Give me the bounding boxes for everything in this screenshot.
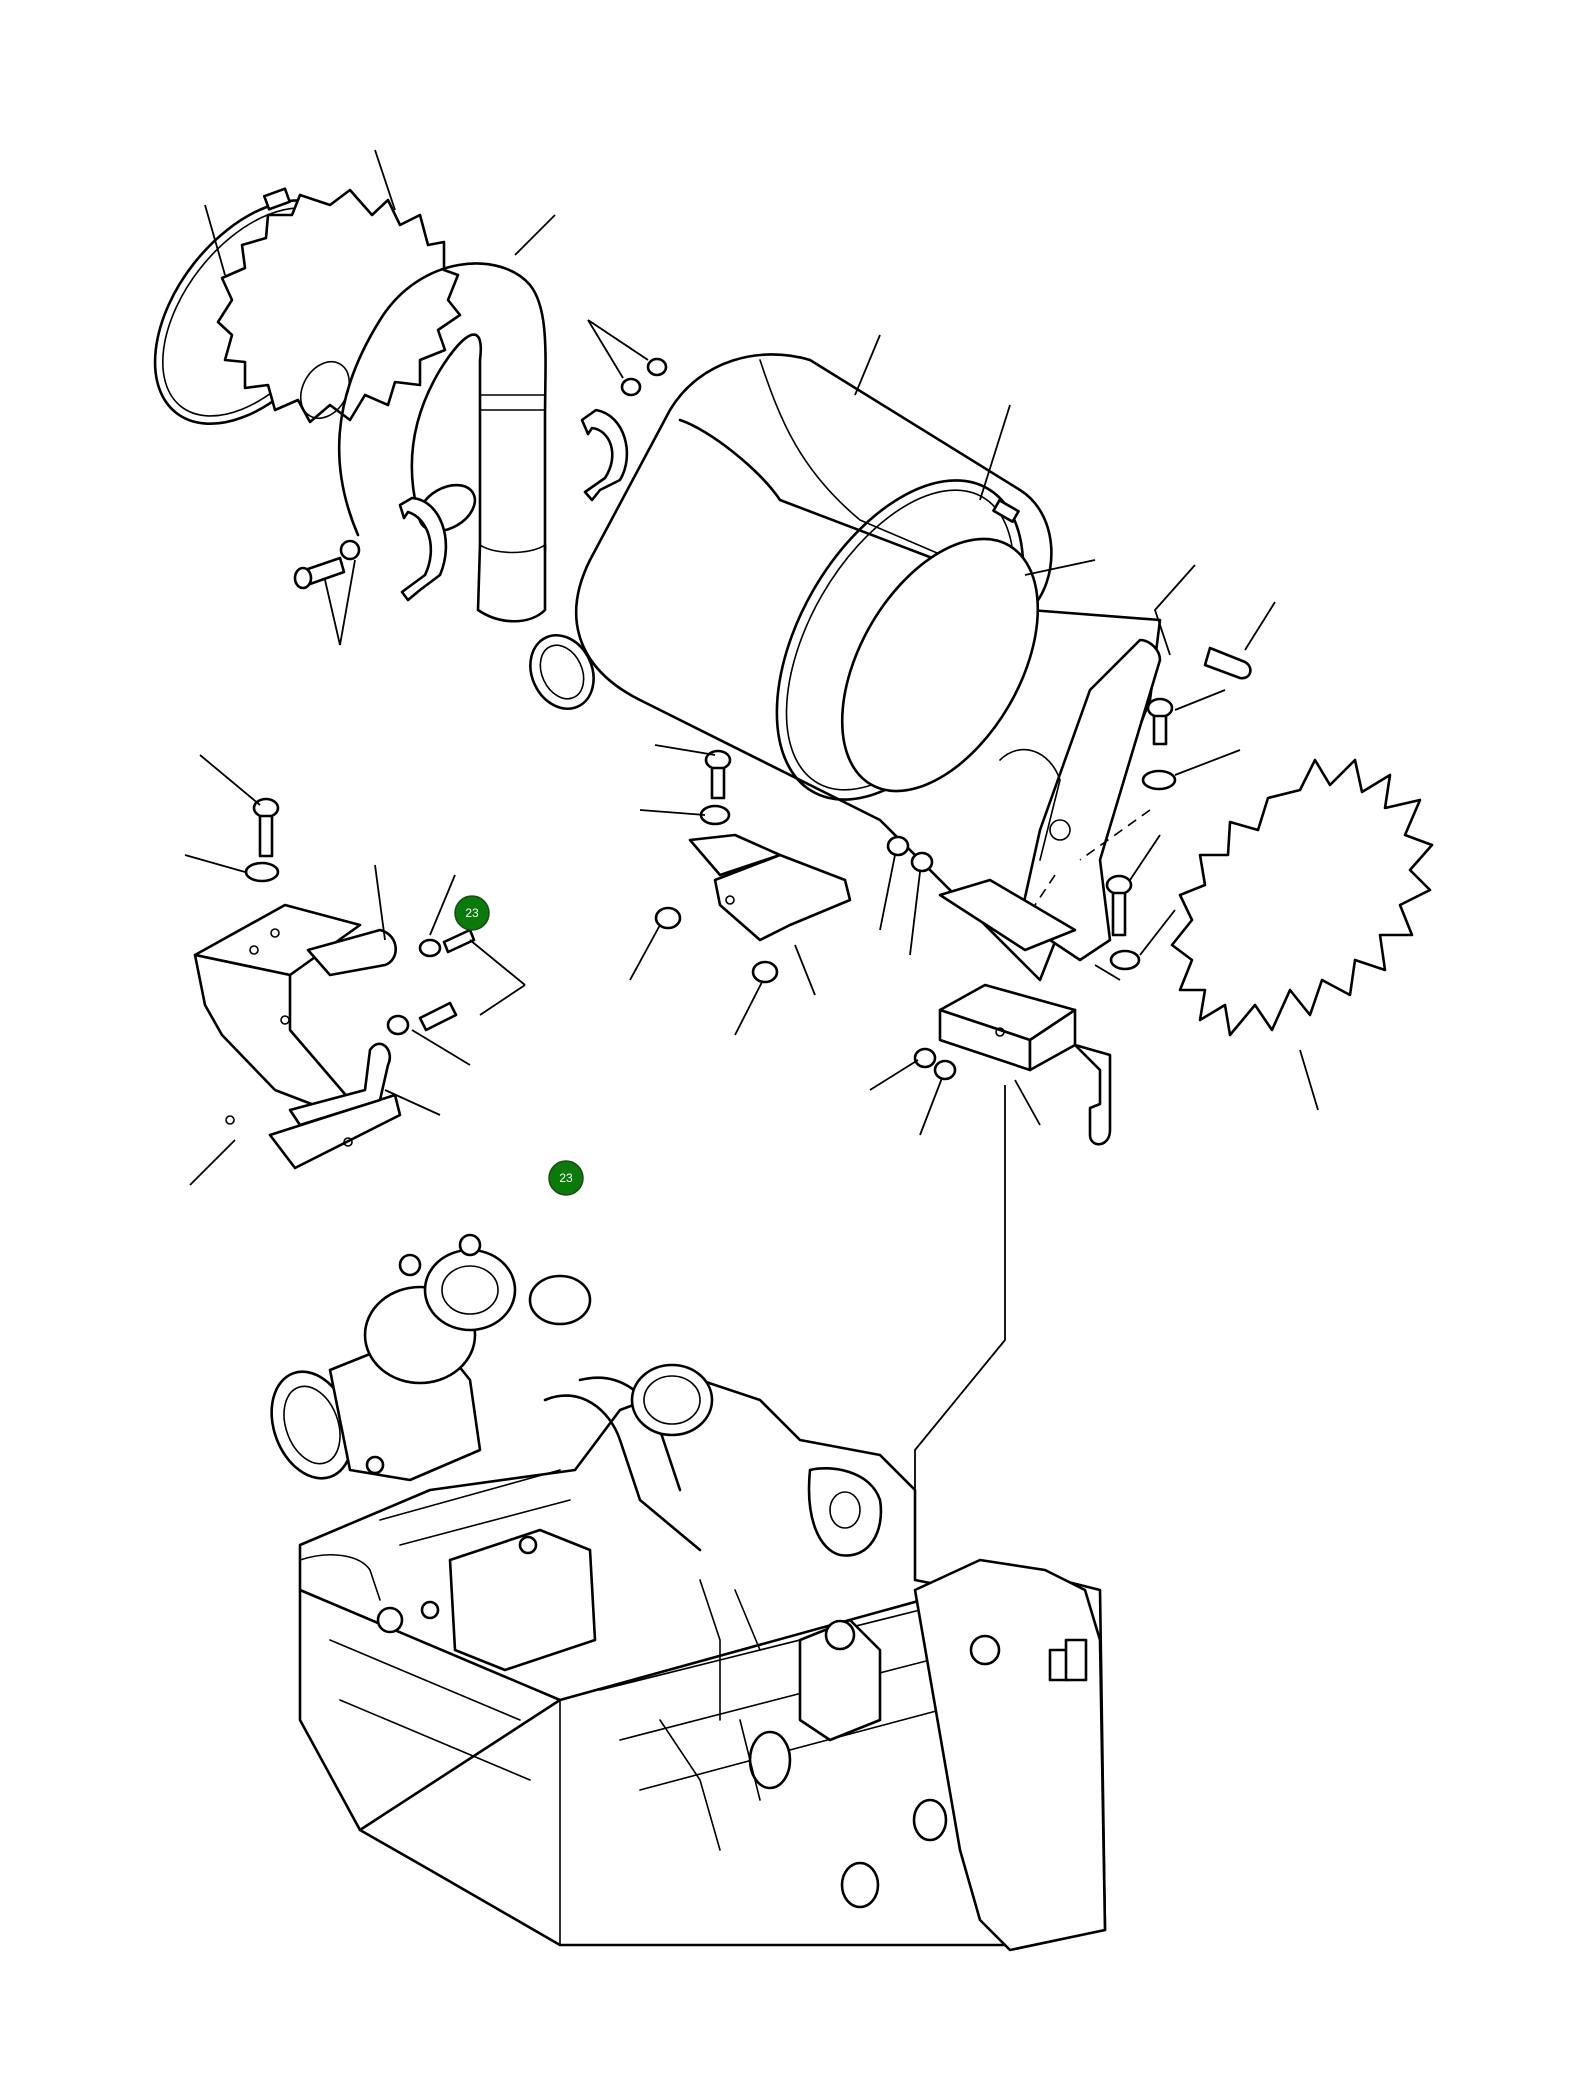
bolts-right-upper [1105, 697, 1177, 971]
alignment-dashes-right [1034, 809, 1151, 906]
pin-right [1203, 646, 1252, 680]
clamp-bolts-upper [293, 357, 668, 590]
callout-label: 23 [465, 906, 479, 920]
leader-lines [184, 149, 1319, 1590]
bracket-right-lower [913, 878, 1112, 1146]
callout-circle [548, 1160, 584, 1196]
heat-shield-disc-upper [216, 188, 462, 424]
exhaust-elbow-pipe [337, 262, 547, 623]
callout-marker-23-bracket[interactable]: 23 [454, 895, 490, 931]
valve-cover [376, 1528, 597, 1672]
bolts-left [244, 797, 476, 1036]
callout-label: 23 [559, 1171, 573, 1185]
callout-marker-23-engine[interactable]: 23 [548, 1160, 584, 1196]
muffler-support-frame [999, 638, 1162, 962]
muffler-band-strap [775, 479, 1040, 801]
pipe-clamps [398, 408, 629, 602]
bracket-left [193, 903, 402, 1170]
turbocharger [270, 1233, 592, 1482]
bracket-center [654, 749, 934, 984]
timing-cover [913, 1558, 1107, 1952]
heat-shield-disc-right [1170, 758, 1434, 1037]
intake-manifold-and-pipes [299, 1363, 761, 1721]
engine-mount-bracket [807, 1467, 883, 1557]
callout-circle [454, 895, 490, 931]
fuel-injection-pump [659, 1618, 948, 1909]
